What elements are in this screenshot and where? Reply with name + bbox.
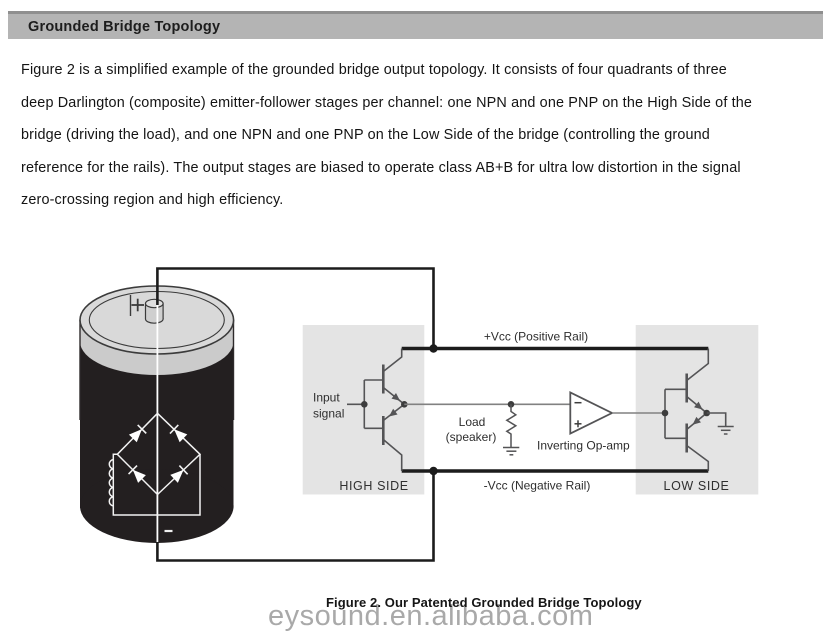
input-signal-label-line2: signal — [313, 407, 344, 421]
bridge-rectifier — [108, 412, 202, 516]
battery-terminal — [144, 298, 164, 324]
watermark: eysound.en.alibaba.com — [268, 600, 594, 632]
negative-rail-label: -Vcc (Negative Rail) — [484, 479, 591, 493]
load-label-line1: Load — [459, 415, 486, 429]
pnp-emitter-arrow — [389, 408, 398, 417]
winding-coil-icon — [108, 458, 114, 507]
opamp-label: Inverting Op-amp — [537, 439, 630, 453]
ground-icon — [503, 446, 520, 456]
npn-emitter-arrow — [391, 392, 400, 401]
battery-negative-wire — [156, 471, 435, 562]
body-paragraph: Figure 2 is a simplified example of the … — [21, 54, 823, 217]
opamp-symbol — [569, 391, 665, 435]
ground-icon — [717, 425, 734, 435]
high-side-transistor-pair — [347, 348, 408, 471]
paragraph-line: reference for the rails). The output sta… — [21, 159, 741, 176]
paragraph-line: Figure 2 is a simplified example of the … — [21, 62, 727, 78]
section-header-bar: Grounded Bridge Topology — [8, 11, 823, 39]
base-junction-dot — [661, 409, 669, 417]
low-side-label: LOW SIDE — [664, 479, 730, 493]
bridge-diodes-icon — [127, 424, 189, 483]
load-resistor — [503, 404, 520, 456]
paragraph-line: bridge (driving the load), and one NPN a… — [21, 127, 710, 144]
npn-emitter-arrow — [694, 401, 703, 410]
negative-rail-junction-dot — [429, 466, 438, 476]
opamp-noninverting-input-icon — [574, 420, 582, 428]
paragraph-line: deep Darlington (composite) emitter-foll… — [21, 94, 753, 111]
battery-illustration — [79, 285, 235, 543]
positive-rail-junction-dot — [429, 344, 438, 353]
battery-positive-wire — [156, 267, 435, 349]
battery-positive-mark-icon — [129, 295, 144, 316]
positive-rail-label: +Vcc (Positive Rail) — [484, 330, 588, 344]
input-signal-label-line1: Input — [313, 391, 340, 405]
battery-side-outline — [79, 320, 235, 420]
figure-caption: Figure 2. Our Patented Grounded Bridge T… — [326, 595, 642, 610]
pnp-emitter-arrow — [692, 416, 701, 425]
low-side-block-bg — [635, 325, 759, 495]
low-side-transistor-pair — [661, 348, 734, 471]
paragraph-line: zero-crossing region and high efficiency… — [21, 192, 284, 209]
input-junction-dot — [361, 401, 368, 408]
load-label-line2: (speaker) — [446, 430, 497, 444]
high-side-label: HIGH SIDE — [339, 479, 408, 493]
section-title: Grounded Bridge Topology — [28, 18, 221, 35]
